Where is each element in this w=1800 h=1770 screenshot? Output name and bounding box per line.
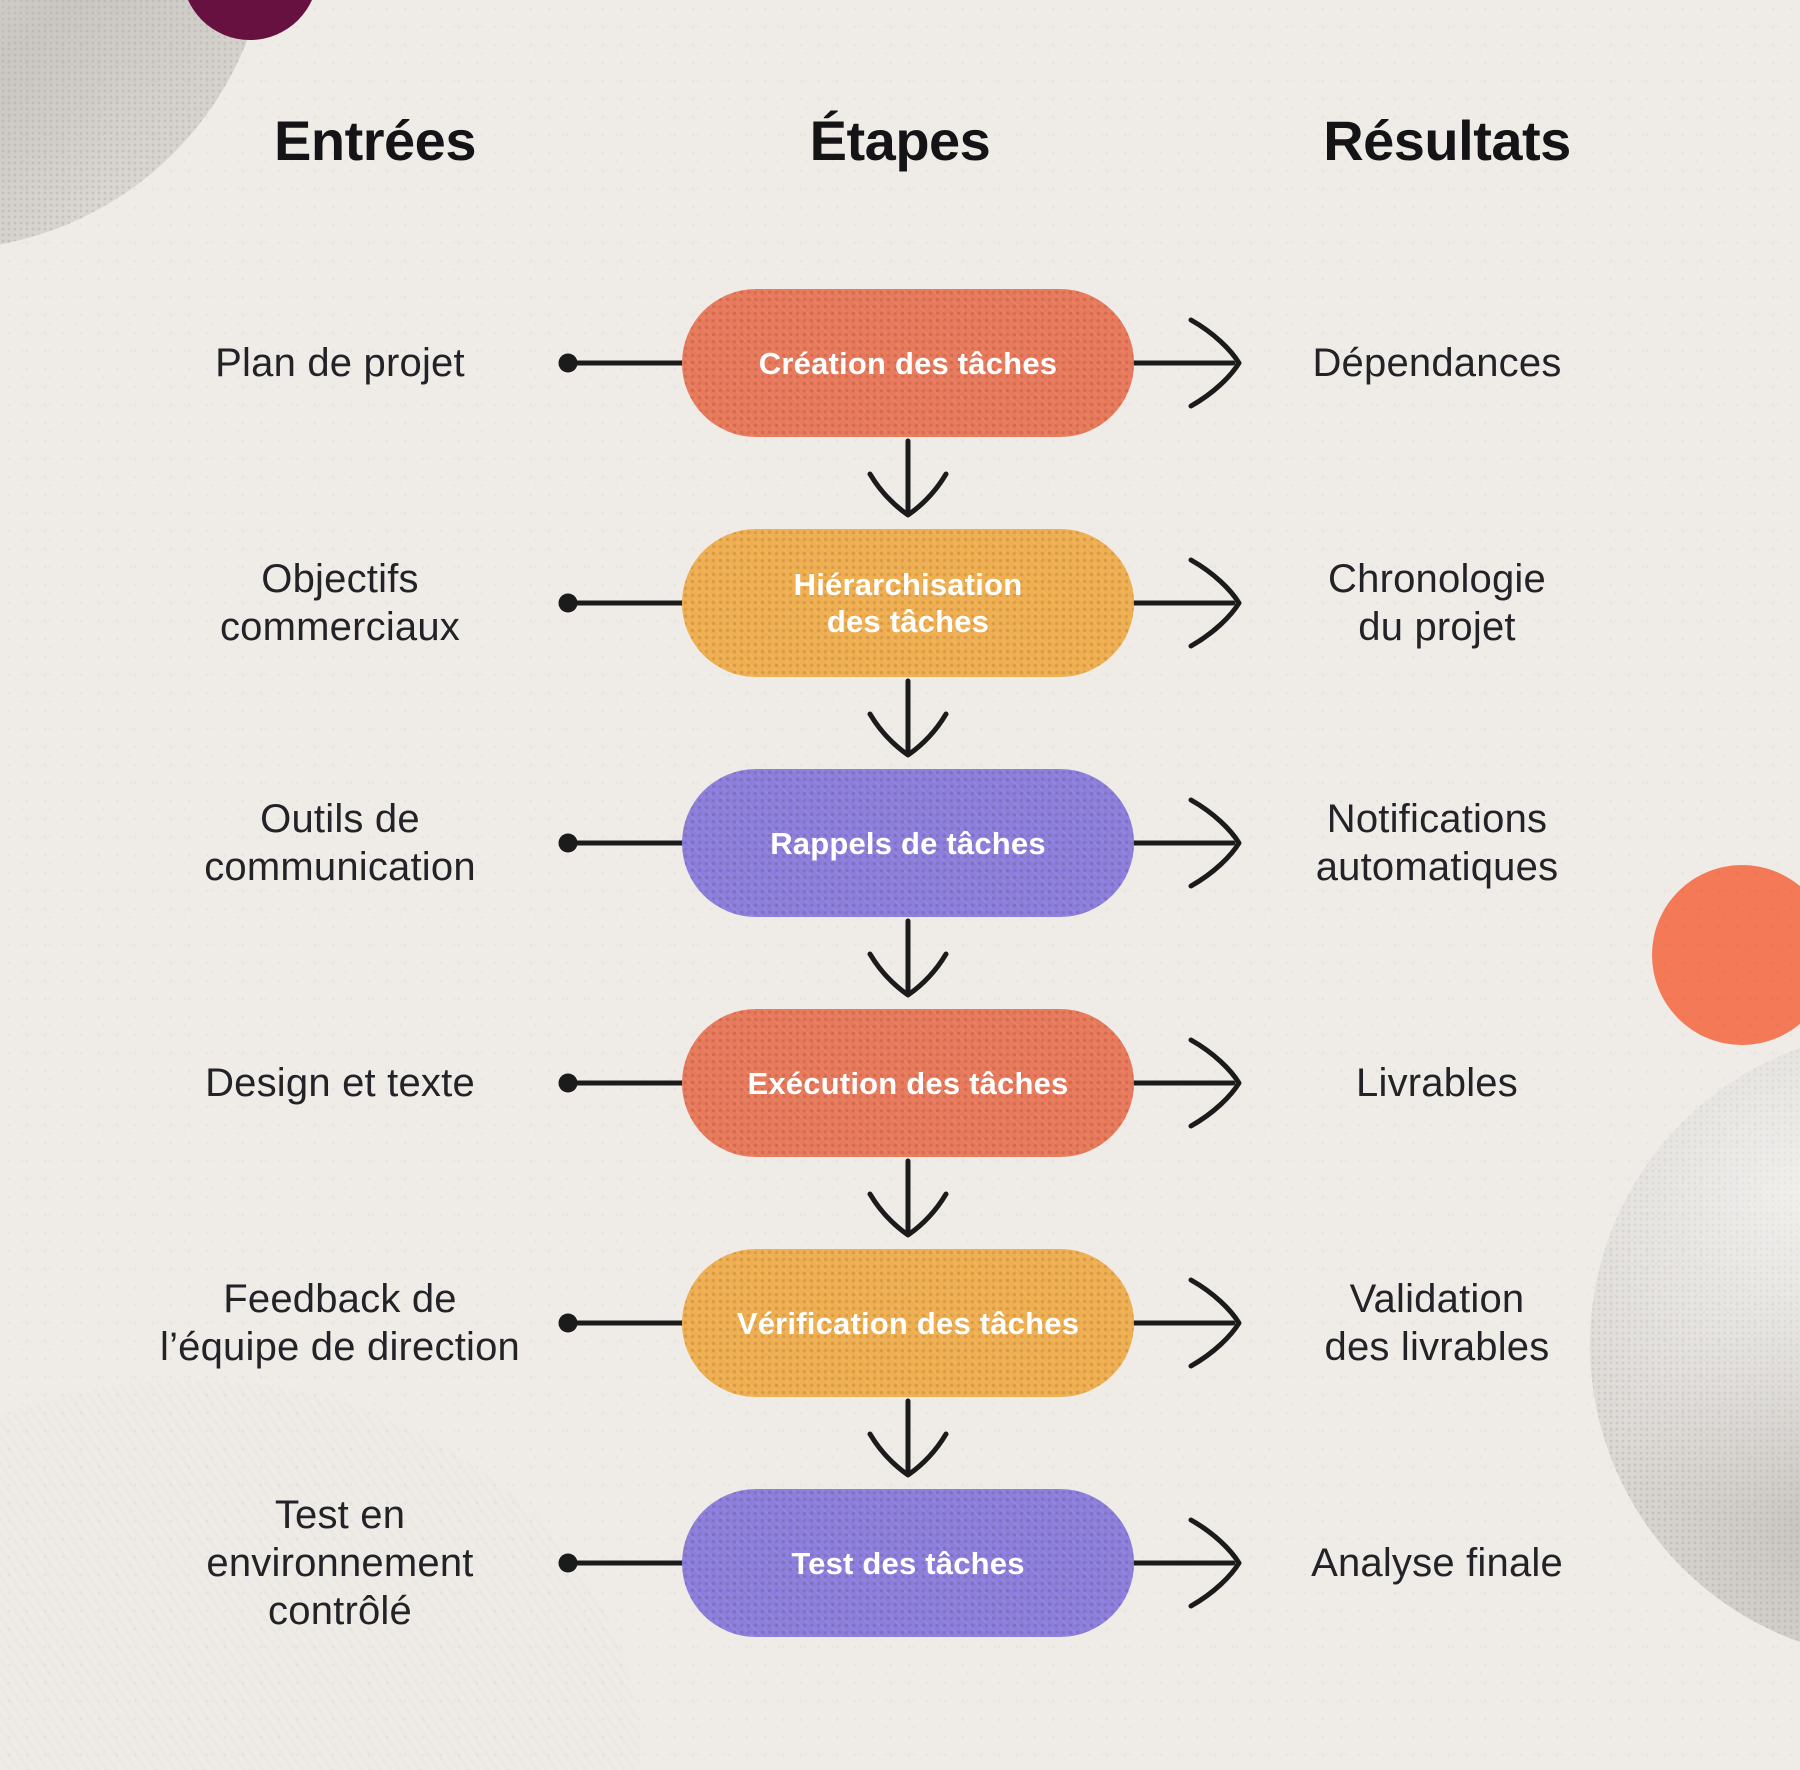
down-arrow-3 <box>867 918 949 998</box>
input-label: Outils de communication <box>204 797 476 889</box>
output-label: Notifications automatiques <box>1315 797 1559 889</box>
column-header-steps: Étapes <box>809 108 991 172</box>
output-label: Analyse finale <box>1311 1541 1563 1585</box>
connector-dot <box>558 593 578 613</box>
input-label: Plan de projet <box>215 341 465 385</box>
down-arrow-1 <box>867 438 949 518</box>
arrow-right-icon <box>1188 1517 1242 1609</box>
connector-dot <box>558 1553 578 1573</box>
down-arrow-4 <box>867 1158 949 1238</box>
step-pill: Hiérarchisation des tâches <box>682 529 1134 677</box>
flow-row-4: Design et texte Exécution des tâches Liv… <box>0 1009 1800 1157</box>
flow-row-1: Plan de projet Création des tâches Dépen… <box>0 289 1800 437</box>
arrow-down-icon <box>867 711 949 758</box>
connector-dot <box>558 833 578 853</box>
step-pill: Exécution des tâches <box>682 1009 1134 1157</box>
row-connectors-3 <box>558 797 1242 889</box>
down-arrow-2 <box>867 678 949 758</box>
step-pill: Test des tâches <box>682 1489 1134 1637</box>
output-label: Validation des livrables <box>1324 1277 1550 1369</box>
input-label: Feedback de l’équipe de direction <box>159 1277 520 1369</box>
flow-row-6: Test en environnement contrôlé Test des … <box>0 1489 1800 1637</box>
row-connectors-5 <box>558 1277 1242 1369</box>
row-connectors-2 <box>558 557 1242 649</box>
step-label: Rappels de tâches <box>770 825 1046 861</box>
input-label: Test en environnement contrôlé <box>206 1493 474 1633</box>
step-pill: Vérification des tâches <box>682 1249 1134 1397</box>
step-label: Exécution des tâches <box>747 1065 1069 1101</box>
coral-circle <box>1652 865 1800 1045</box>
step-pill: Création des tâches <box>682 289 1134 437</box>
arrow-right-icon <box>1188 1277 1242 1369</box>
step-pill: Rappels de tâches <box>682 769 1134 917</box>
arrow-right-icon <box>1188 797 1242 889</box>
step-label: Test des tâches <box>791 1545 1025 1581</box>
input-label: Design et texte <box>205 1061 475 1105</box>
row-connectors-4 <box>558 1037 1242 1129</box>
arrow-right-icon <box>1188 317 1242 409</box>
arrow-right-icon <box>1188 557 1242 649</box>
output-label: Livrables <box>1356 1061 1518 1105</box>
down-arrow-5 <box>867 1398 949 1478</box>
arrow-down-icon <box>867 1191 949 1238</box>
flow-row-3: Outils de communication Rappels de tâche… <box>0 769 1800 917</box>
arrow-down-icon <box>867 1431 949 1478</box>
arrow-right-icon <box>1188 1037 1242 1129</box>
connector-dot <box>558 1313 578 1333</box>
connector-dot <box>558 353 578 373</box>
step-label: Création des tâches <box>758 345 1058 381</box>
row-connectors-6 <box>558 1517 1242 1609</box>
step-label: Hiérarchisation des tâches <box>793 567 1023 639</box>
row-connectors-1 <box>558 317 1242 409</box>
flow-row-5: Feedback de l’équipe de direction Vérifi… <box>0 1249 1800 1397</box>
connector-dot <box>558 1073 578 1093</box>
column-header-results: Résultats <box>1323 108 1571 172</box>
output-label: Dépendances <box>1312 341 1562 385</box>
column-header-inputs: Entrées <box>274 108 476 172</box>
arrow-down-icon <box>867 471 949 518</box>
output-label: Chronologie du projet <box>1328 557 1546 649</box>
arrow-down-icon <box>867 951 949 998</box>
input-label: Objectifs commerciaux <box>219 557 461 649</box>
step-label: Vérification des tâches <box>736 1305 1080 1341</box>
flow-row-2: Objectifs commerciaux Hiérarchisation de… <box>0 529 1800 677</box>
